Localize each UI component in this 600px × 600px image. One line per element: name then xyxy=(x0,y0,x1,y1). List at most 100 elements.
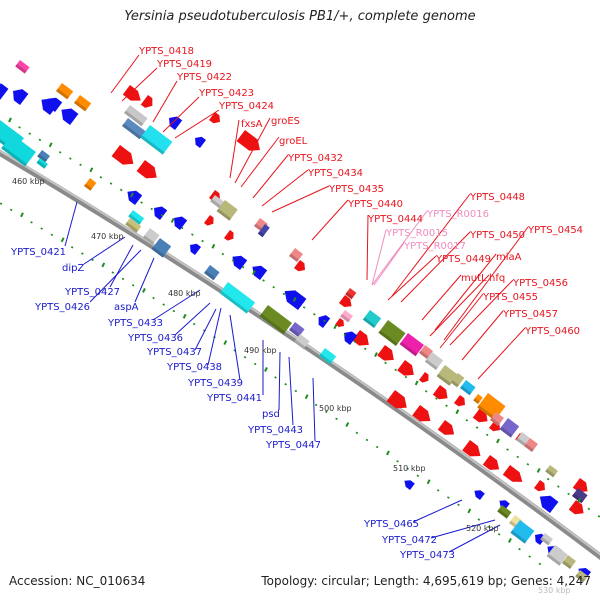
gene-block[interactable] xyxy=(318,348,337,365)
gene-block[interactable] xyxy=(36,158,48,169)
gene-arrow[interactable] xyxy=(572,478,591,496)
gene-arrow[interactable] xyxy=(397,360,418,380)
gene-arrow[interactable] xyxy=(192,134,207,148)
gene-arrow[interactable] xyxy=(437,420,458,439)
gene-arrow[interactable] xyxy=(236,130,265,156)
gene-block[interactable] xyxy=(83,178,97,191)
gene-block[interactable] xyxy=(216,200,238,221)
gene-arrow[interactable] xyxy=(165,113,183,130)
gene-block[interactable] xyxy=(362,310,382,329)
gene-arrow[interactable] xyxy=(203,215,216,228)
gene-block[interactable] xyxy=(473,394,483,404)
gene-arrow[interactable] xyxy=(111,145,138,169)
gene-block[interactable] xyxy=(546,545,568,566)
gene-arrow[interactable] xyxy=(315,312,331,328)
gene-label[interactable]: YPTS_0418 xyxy=(138,46,194,57)
gene-block[interactable] xyxy=(561,555,576,570)
gene-block[interactable] xyxy=(125,218,142,233)
gene-arrow[interactable] xyxy=(223,230,236,243)
gene-label[interactable]: YPTS_0437 xyxy=(146,347,202,358)
gene-label[interactable]: YPTS_0441 xyxy=(206,393,262,404)
gene-block[interactable] xyxy=(293,334,310,350)
gene-arrow[interactable] xyxy=(0,79,9,100)
gene-block[interactable] xyxy=(340,310,353,323)
gene-label[interactable]: YPTS_0460 xyxy=(524,326,580,337)
gene-label[interactable]: YPTS_0443 xyxy=(247,425,303,436)
gene-label[interactable]: YPTS_0427 xyxy=(64,287,120,298)
gene-arrow[interactable] xyxy=(136,160,161,183)
gene-label[interactable]: YPTS_0435 xyxy=(328,184,384,195)
gene-label[interactable]: YPTS_0436 xyxy=(127,333,183,344)
gene-label[interactable]: fxsA xyxy=(241,119,263,130)
gene-label[interactable]: YPTS_0465 xyxy=(363,519,419,530)
gene-block[interactable] xyxy=(545,465,558,478)
gene-block[interactable] xyxy=(140,125,173,155)
gene-label[interactable]: YPTS_0473 xyxy=(399,550,455,561)
gene-arrow[interactable] xyxy=(187,241,202,255)
gene-block[interactable] xyxy=(37,150,50,163)
gene-block[interactable] xyxy=(499,418,520,438)
gene-block[interactable] xyxy=(540,533,553,546)
gene-arrow[interactable] xyxy=(533,480,548,494)
gene-block[interactable] xyxy=(450,373,465,388)
gene-label[interactable]: YPTS_0421 xyxy=(10,247,66,258)
gene-arrow[interactable] xyxy=(44,94,63,112)
gene-arrow[interactable] xyxy=(453,395,468,409)
gene-label[interactable]: psd xyxy=(262,409,280,420)
gene-label[interactable]: YPTS_0426 xyxy=(34,302,90,313)
gene-block[interactable] xyxy=(15,60,30,74)
gene-arrow[interactable] xyxy=(568,500,587,518)
gene-arrow[interactable] xyxy=(502,465,526,487)
gene-label[interactable]: dipZ xyxy=(62,263,84,274)
gene-label[interactable]: YPTS_0419 xyxy=(156,59,212,70)
gene-arrow[interactable] xyxy=(293,260,308,274)
gene-arrow[interactable] xyxy=(472,488,485,500)
gene-block[interactable] xyxy=(515,432,530,447)
gene-label[interactable]: YPTS_0433 xyxy=(107,318,163,329)
gene-block[interactable] xyxy=(55,83,74,100)
gene-label[interactable]: YPTS_0424 xyxy=(218,101,274,112)
gene-label[interactable]: YPTS_0472 xyxy=(381,535,437,546)
gene-block[interactable] xyxy=(523,438,538,453)
gene-label[interactable]: YPTS_0440 xyxy=(347,199,403,210)
gene-label[interactable]: groES xyxy=(271,116,300,127)
gene-arrow[interactable] xyxy=(412,405,434,426)
gene-block[interactable] xyxy=(510,520,535,544)
gene-arrow[interactable] xyxy=(418,372,431,385)
gene-block[interactable] xyxy=(399,333,424,357)
gene-block[interactable] xyxy=(142,228,160,245)
gene-block[interactable] xyxy=(477,393,506,421)
gene-arrow[interactable] xyxy=(377,345,398,365)
gene-label[interactable]: YPTS_0444 xyxy=(367,214,423,225)
gene-block[interactable] xyxy=(203,265,220,281)
gene-label[interactable]: YPTS_0434 xyxy=(307,168,363,179)
gene-label[interactable]: YPTS_0454 xyxy=(527,225,583,236)
gene-block[interactable] xyxy=(288,248,303,263)
gene-arrow[interactable] xyxy=(140,95,156,111)
gene-block[interactable] xyxy=(575,570,588,583)
gene-arrow[interactable] xyxy=(386,390,411,413)
gene-block[interactable] xyxy=(73,95,92,112)
rna-label[interactable]: YPTS_R0015 xyxy=(385,228,448,239)
gene-label[interactable]: YPTS_0450 xyxy=(469,230,525,241)
gene-label[interactable]: YPTS_0432 xyxy=(287,153,343,164)
gene-block[interactable] xyxy=(123,105,148,127)
gene-arrow[interactable] xyxy=(150,203,168,220)
gene-arrow[interactable] xyxy=(338,295,355,310)
gene-arrow[interactable] xyxy=(462,440,484,461)
gene-arrow[interactable] xyxy=(122,85,145,105)
rna-label[interactable]: YPTS_R0016 xyxy=(426,209,489,220)
gene-label[interactable]: YPTS_0438 xyxy=(166,362,222,373)
gene-label[interactable]: YPTS_0447 xyxy=(265,440,321,451)
gene-label[interactable]: miaA xyxy=(496,252,522,263)
gene-arrow[interactable] xyxy=(340,328,358,345)
gene-block[interactable] xyxy=(1,134,36,167)
rna-label[interactable]: YPTS_R0017 xyxy=(403,241,466,252)
gene-label[interactable]: YPTS_0439 xyxy=(187,378,243,389)
gene-arrow[interactable] xyxy=(57,104,79,125)
gene-label[interactable]: aspA xyxy=(114,302,139,313)
gene-arrow[interactable] xyxy=(9,85,29,105)
gene-block[interactable] xyxy=(288,322,305,338)
gene-block[interactable] xyxy=(571,488,588,504)
gene-block[interactable] xyxy=(121,118,146,140)
